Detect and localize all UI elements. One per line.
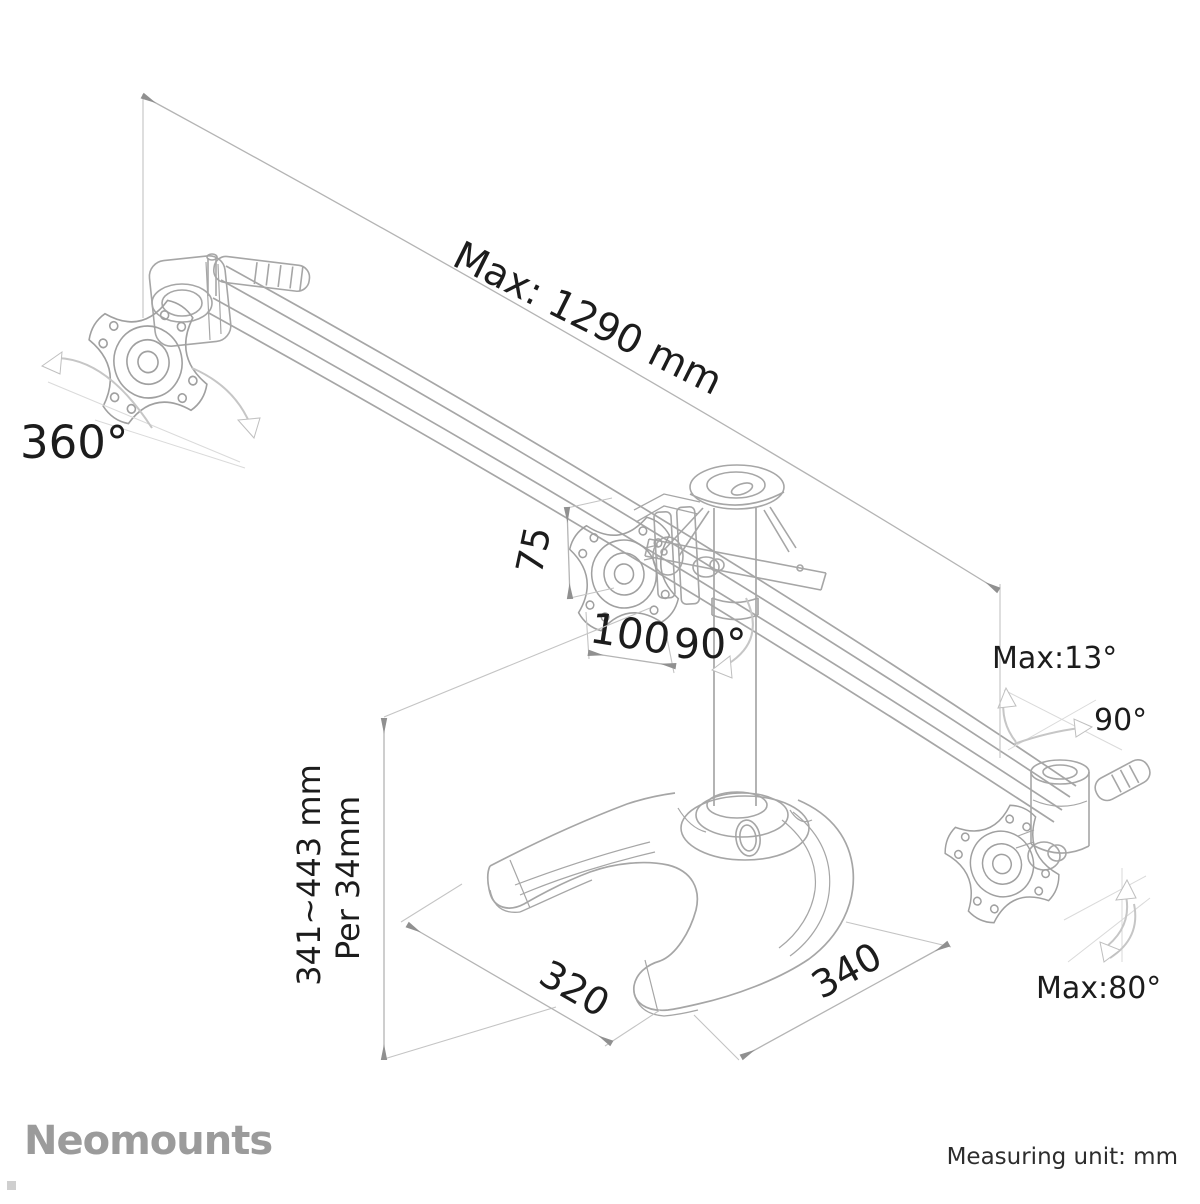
arrow-head-icon	[236, 417, 261, 440]
right-mount	[936, 759, 1151, 931]
dim-label-height-range: 341~443 mm	[290, 764, 328, 985]
rotation-arrow-90-center	[711, 597, 754, 679]
dimension-max-width: Max: 1290 mm	[140, 92, 1001, 758]
brand-logo: Neomounts	[24, 1118, 273, 1164]
label-tilt-max-80: Max:80°	[1036, 971, 1161, 1006]
dimension-height-range: 341~443 mm Per 34mm	[290, 607, 651, 1060]
dim-label-max-width: Max: 1290 mm	[446, 233, 729, 404]
measuring-unit-label: Measuring unit: mm	[946, 1144, 1178, 1170]
tilt-arrows-80	[1063, 868, 1151, 963]
base-mound	[677, 791, 813, 861]
dim-label-height-step: Per 34mm	[329, 796, 367, 960]
dim-label-75: 75	[508, 523, 560, 578]
dimension-base-320: 320	[400, 883, 661, 1047]
vesa-plate-left	[83, 295, 213, 429]
right-clamp-handle	[1094, 759, 1151, 802]
arrow-head-icon	[711, 655, 733, 679]
dim-label-320: 320	[532, 952, 617, 1026]
arrow-head-icon	[1073, 718, 1094, 738]
dimension-base-340: 340	[693, 921, 952, 1061]
label-rotation-90-right: 90°	[1094, 703, 1147, 738]
tilt-arrows-right	[997, 686, 1123, 751]
label-rotation-360: 360°	[20, 416, 128, 469]
dimension-vesa-75: 75	[508, 497, 615, 600]
arrow-head-icon	[1115, 878, 1137, 901]
dimension-vesa-100: 100	[585, 603, 677, 674]
left-mount	[83, 253, 311, 429]
label-tilt-max-13: Max:13°	[992, 641, 1117, 676]
arrow-head-icon	[1099, 941, 1122, 963]
brand-square-icon	[7, 1181, 16, 1190]
label-rotation-90-center: 90°	[674, 620, 747, 668]
arrow-head-icon	[40, 350, 63, 375]
arrow-head-icon	[997, 686, 1017, 709]
dim-label-340: 340	[804, 934, 889, 1008]
